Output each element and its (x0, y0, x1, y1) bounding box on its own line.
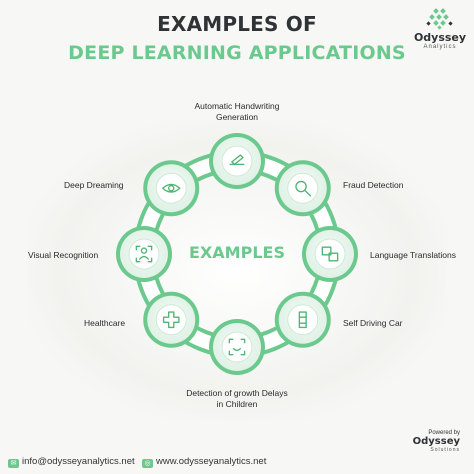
globe-icon: ◎ (142, 459, 153, 468)
label-healthcare: Healthcare (84, 318, 126, 328)
label-growth-delays-line2: in Children (216, 399, 258, 409)
ring-node (209, 319, 265, 375)
footer-website-text: www.odysseyanalytics.net (156, 456, 267, 467)
label-self-driving-car: Self Driving Car (343, 318, 403, 328)
powered-by: Powered by Odyssey Solutions (413, 430, 460, 453)
label-growth-delays: Detection of growth Delays in Children (170, 388, 304, 410)
brand-logo: Odyssey Analytics (409, 8, 471, 51)
ring-node-inner (155, 172, 187, 204)
translation-icon (321, 246, 339, 262)
powered-by-sub: Solutions (430, 447, 460, 453)
label-handwriting: Automatic Handwriting Generation (178, 101, 296, 123)
powered-by-name: Odyssey (412, 436, 460, 447)
ring-node (143, 160, 200, 217)
ring-node-inner (155, 304, 187, 336)
email-icon: ✉ (8, 459, 19, 468)
self-driving-icon (298, 311, 307, 329)
label-handwriting-line2: Generation (215, 112, 259, 122)
face-recognition-icon (135, 245, 153, 263)
label-fraud-detection: Fraud Detection (343, 180, 404, 190)
ring-node-inner (314, 238, 346, 270)
footer: ✉info@odysseyanalytics.net ◎www.odysseya… (0, 449, 474, 474)
ring-node-inner (287, 304, 319, 336)
label-visual-recognition: Visual Recognition (28, 250, 99, 260)
label-handwriting-line1: Automatic Handwriting (194, 101, 280, 111)
medical-cross-icon (162, 311, 180, 329)
ring-node (274, 160, 331, 217)
node-group (116, 133, 358, 375)
label-growth-delays-line1: Detection of growth Delays (186, 388, 288, 398)
ring-node (143, 291, 200, 348)
center-label: EXAMPLES (189, 243, 285, 262)
ring-node (209, 133, 265, 189)
ring-node (302, 226, 358, 282)
title-line-1: EXAMPLES OF (157, 12, 317, 36)
ring-node-inner (287, 172, 319, 204)
fraud-search-icon (295, 180, 312, 197)
brand-mark-icon (426, 8, 453, 30)
ring-node (274, 291, 331, 348)
brand-sub: Analytics (423, 44, 457, 50)
footer-email-text: info@odysseyanalytics.net (22, 456, 135, 467)
ring-node-inner (221, 331, 253, 363)
eye-icon (162, 183, 181, 193)
handwriting-icon (229, 154, 245, 166)
ring-node-inner (221, 145, 253, 177)
powered-by-label: Powered by (428, 430, 460, 436)
ring-node-inner (128, 238, 160, 270)
ring-node (116, 226, 172, 282)
face-scan-icon (228, 338, 246, 356)
footer-website[interactable]: ◎www.odysseyanalytics.net (142, 456, 266, 468)
title-line-2: DEEP LEARNING APPLICATIONS (68, 42, 406, 64)
footer-email[interactable]: ✉info@odysseyanalytics.net (8, 456, 135, 468)
label-deep-dreaming: Deep Dreaming (64, 180, 124, 190)
brand-name: Odyssey (413, 31, 467, 44)
label-language-translations: Language Translations (370, 250, 457, 260)
